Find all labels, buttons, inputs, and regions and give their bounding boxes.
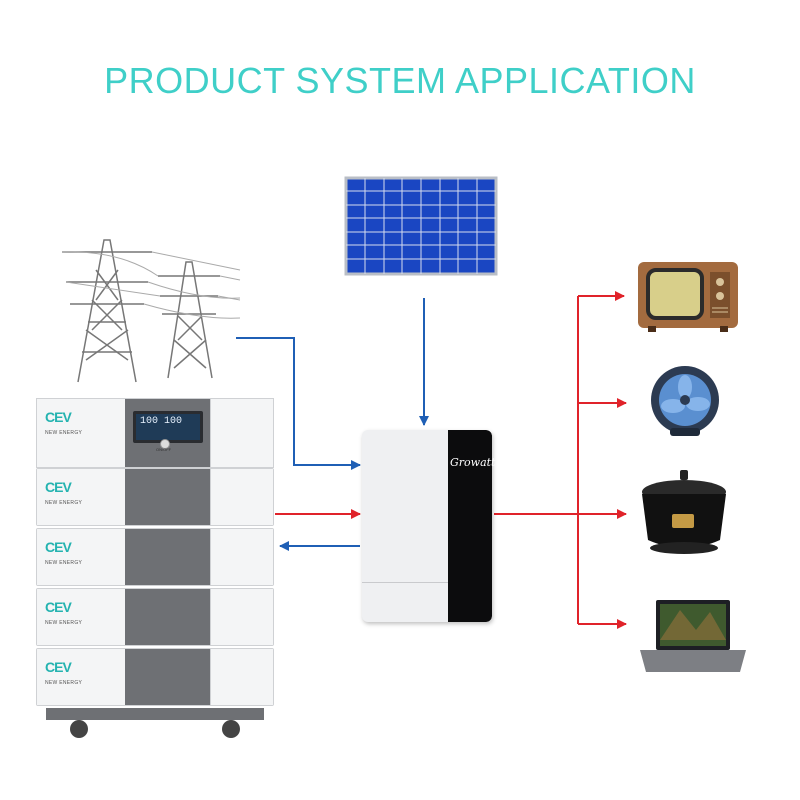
battery-module-sub: NEW ENERGY (45, 620, 83, 626)
laptop-icon (640, 600, 746, 672)
battery-module-sub: NEW ENERGY (45, 500, 83, 506)
battery-brand-sub: NEW ENERGY (45, 430, 83, 436)
power-button-icon (160, 439, 170, 449)
battery-logo: CEV (45, 409, 72, 425)
inverter-brand: Growatt (450, 456, 496, 469)
rice-cooker-icon (642, 470, 726, 554)
tv-icon (638, 262, 738, 332)
battery-module-logo: CEV (45, 659, 72, 675)
battery-display-text: 100 100 (140, 416, 183, 427)
wheel-icon (70, 720, 88, 738)
grid-to-inverter-arrow (236, 337, 361, 470)
battery-stack-icon: CEV NEW ENERGY 100 100 ON/OFF CEV NEW EN… (30, 398, 280, 758)
inverter-body (362, 430, 492, 622)
battery-control-module: CEV NEW ENERGY 100 100 ON/OFF (36, 398, 274, 468)
power-button-label: ON/OFF (156, 447, 172, 452)
battery-module-sub: NEW ENERGY (45, 560, 83, 566)
battery-module-sub: NEW ENERGY (45, 680, 83, 686)
fan-icon (651, 366, 719, 436)
battery-module-logo: CEV (45, 479, 72, 495)
page-title: PRODUCT SYSTEM APPLICATION (104, 60, 696, 101)
inverter-icon: Growatt (362, 430, 496, 622)
wheel-icon (222, 720, 240, 738)
battery-base (46, 708, 264, 720)
battery-module-logo: CEV (45, 539, 72, 555)
battery-module-logo: CEV (45, 599, 72, 615)
battery-module: CEV NEW ENERGY (36, 648, 274, 706)
inverter-front-panel (448, 430, 492, 622)
inverter-panel-line (362, 582, 448, 583)
battery-display: 100 100 (133, 411, 203, 443)
battery-module: CEV NEW ENERGY (36, 588, 274, 646)
battery-module: CEV NEW ENERGY (36, 528, 274, 586)
battery-module: CEV NEW ENERGY (36, 468, 274, 526)
